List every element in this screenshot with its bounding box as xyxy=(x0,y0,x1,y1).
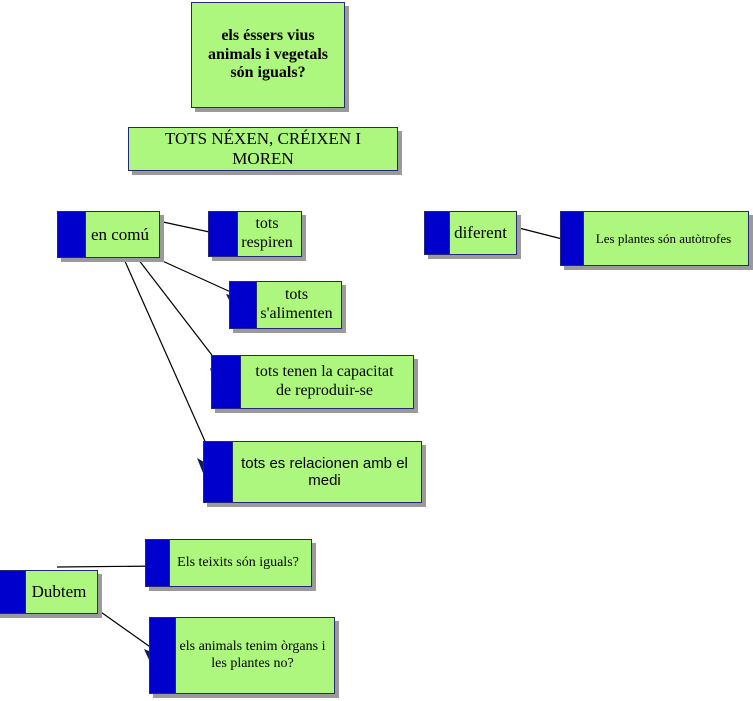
node-dubtem-label: Dubtem xyxy=(31,582,87,602)
node-teixits-iguals-label: Els teixits són iguals? xyxy=(177,554,299,570)
node-tots-respiren[interactable]: tots respiren xyxy=(208,211,302,257)
node-relacionen-medi[interactable]: tots es relacionen amb el medi xyxy=(203,441,422,503)
node-relacionen-medi-label: tots es relacionen amb el medi xyxy=(241,454,408,489)
node-root-question-label: els éssers vius animals i vegetals són i… xyxy=(208,27,328,82)
node-accent-bar xyxy=(58,212,86,257)
node-diferent-label: diferent xyxy=(454,223,507,243)
node-life-cycle-label: TOTS NÉXEN, CRÉIXEN I MOREN xyxy=(164,129,362,168)
node-root-question[interactable]: els éssers vius animals i vegetals són i… xyxy=(191,2,345,108)
node-accent-bar xyxy=(0,571,26,613)
node-diferent[interactable]: diferent xyxy=(424,211,517,255)
node-animals-organs[interactable]: els animals tenim òrgans i les plantes n… xyxy=(149,617,335,694)
node-tots-salimenten-label: tots s'alimenten xyxy=(260,286,333,322)
node-teixits-iguals[interactable]: Els teixits són iguals? xyxy=(145,539,312,587)
node-en-comu-label: en comú xyxy=(90,224,150,244)
node-accent-bar xyxy=(425,212,450,254)
node-capacitat-reproduir-label: tots tenen la capacitat de reproduir-se xyxy=(255,363,394,399)
node-life-cycle-statement[interactable]: TOTS NÉXEN, CRÉIXEN I MOREN xyxy=(128,127,398,171)
node-capacitat-reproduir[interactable]: tots tenen la capacitat de reproduir-se xyxy=(211,355,414,409)
node-tots-respiren-label: tots respiren xyxy=(241,215,293,251)
node-tots-salimenten[interactable]: tots s'alimenten xyxy=(229,281,342,329)
node-dubtem[interactable]: Dubtem xyxy=(0,570,98,614)
node-plantes-autotrofes[interactable]: Les plantes són autòtrofes xyxy=(560,211,749,266)
node-plantes-autotrofes-label: Les plantes són autòtrofes xyxy=(595,230,732,246)
node-animals-organs-label: els animals tenim òrgans i les plantes n… xyxy=(179,639,326,671)
node-en-comu[interactable]: en comú xyxy=(57,211,160,258)
